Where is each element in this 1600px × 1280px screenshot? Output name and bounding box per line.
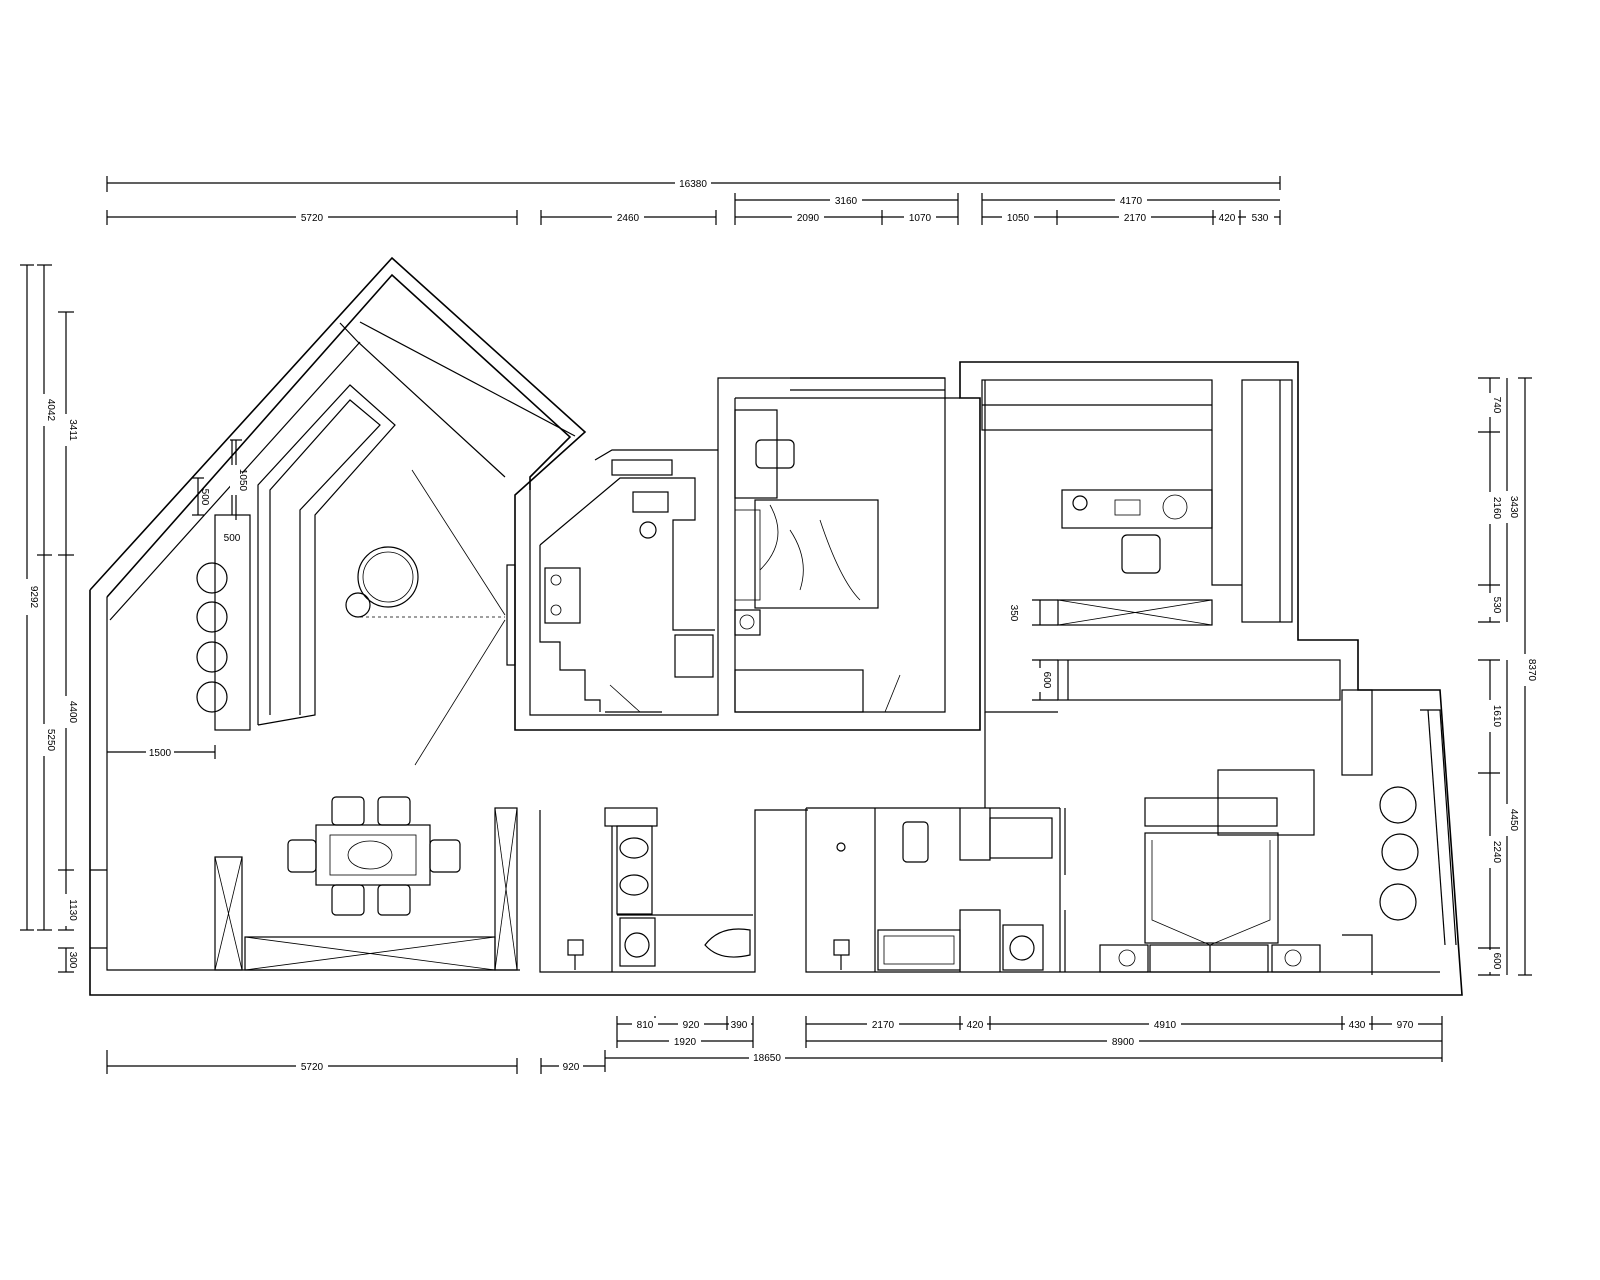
study-desk [1061, 489, 1213, 529]
dimensions-bottom: 810 920 390 2170 420 4910 430 970 1920 8… [106, 1016, 1443, 1074]
bar-stools [196, 562, 228, 713]
dim-label: 430 [1349, 1020, 1366, 1031]
dim-label: 5720 [301, 1062, 324, 1073]
dim-label: 4450 [1508, 809, 1519, 832]
dim-label: 2240 [1491, 841, 1502, 864]
dim-label: 3160 [835, 196, 858, 207]
dim-overall-bottom: 18650 [753, 1053, 781, 1064]
wardrobe [734, 669, 864, 713]
dim-label: 350 [1008, 605, 1019, 622]
dim-overall-top: 16380 [679, 179, 707, 190]
dining-chairs [287, 796, 461, 916]
rug [1217, 769, 1315, 836]
toilet-2 [902, 821, 929, 863]
dim-label: 5250 [45, 729, 56, 752]
dim-label: 2170 [872, 1020, 895, 1031]
sink [632, 491, 669, 513]
dim-label: 390 [731, 1020, 748, 1031]
dim-label: 530 [1491, 597, 1502, 614]
storage [1057, 599, 1213, 626]
lounge-chair [1379, 786, 1417, 824]
dim-label: 1920 [674, 1037, 697, 1048]
tv-wall [506, 564, 516, 666]
nightstand [734, 609, 761, 636]
dim-overall-left: 9292 [28, 586, 39, 609]
study [1057, 489, 1341, 701]
side-table [345, 592, 371, 618]
nightstand-left [1099, 944, 1149, 973]
bed-bench [1149, 944, 1269, 973]
dim-label: 4400 [67, 701, 78, 724]
washing-machine [619, 917, 656, 967]
master-bedroom [1099, 769, 1419, 973]
dim-label: 500 [224, 533, 241, 544]
dim-label: 5720 [301, 213, 324, 224]
kitchen-counter [539, 477, 715, 631]
dimensions-top: 16380 3160 4170 5720 2460 2090 1070 1050… [106, 176, 1281, 225]
walls [89, 256, 1463, 996]
dining-table [315, 824, 431, 886]
dim-label: 740 [1491, 397, 1502, 414]
dim-label: 3430 [1508, 496, 1519, 519]
dim-label: 1050 [237, 469, 248, 492]
bedroom-2 [734, 409, 901, 713]
bench [1144, 797, 1278, 827]
dim-label: 420 [1219, 213, 1236, 224]
master-bed [1144, 832, 1279, 944]
dim-label: 1500 [149, 748, 172, 759]
living-area [196, 384, 518, 971]
dim-label: 4910 [1154, 1020, 1177, 1031]
bar-counter [214, 514, 251, 731]
dim-label: 300 [67, 952, 78, 969]
dim-overall-right: 8370 [1526, 659, 1537, 682]
toilet [704, 928, 751, 958]
bathrooms [567, 817, 1053, 971]
sofa [257, 384, 396, 726]
coffee-table [357, 546, 419, 608]
dim-label: 600 [1041, 672, 1052, 689]
round-table [1381, 833, 1419, 871]
dim-label: 1070 [909, 213, 932, 224]
dim-label: 4042 [45, 399, 56, 422]
bed [754, 499, 879, 609]
desk [734, 409, 778, 499]
wardrobe [1057, 659, 1341, 701]
lounge-chair [1379, 883, 1417, 921]
dim-label: 530 [1252, 213, 1269, 224]
dim-label: 2460 [617, 213, 640, 224]
dim-label: 2170 [1124, 213, 1147, 224]
dim-label: 420 [967, 1020, 984, 1031]
fridge [674, 634, 714, 678]
dim-label: 500 [199, 489, 210, 506]
dim-label: 600 [1491, 953, 1502, 970]
wardrobe [494, 807, 518, 971]
dim-label: 8900 [1112, 1037, 1135, 1048]
dim-label: 4170 [1120, 196, 1143, 207]
dim-label: 1130 [67, 899, 78, 921]
dim-label: 810 [637, 1020, 654, 1031]
dimensions-right: 740 2160 530 1610 2240 600 3430 4450 837… [1478, 377, 1537, 976]
dim-label: 920 [563, 1062, 580, 1073]
dim-label: 920 [683, 1020, 700, 1031]
dim-label: 1050 [1007, 213, 1030, 224]
cabinet [214, 856, 243, 971]
dimensions-interior: 1050 500 500 1500 350 600 [107, 439, 1058, 759]
dim-label: 3411 [67, 419, 78, 441]
nightstand-right [1271, 944, 1321, 973]
kitchen [539, 477, 715, 713]
desk-chair [755, 439, 795, 469]
stove [544, 567, 581, 624]
vanity [616, 825, 653, 915]
dim-label: 2090 [797, 213, 820, 224]
dim-label: 2160 [1491, 497, 1502, 520]
dimensions-left: 9292 4042 5250 3411 4400 1130 300 [20, 264, 78, 973]
dim-label: 1610 [1491, 705, 1502, 728]
dim-label: 970 [1397, 1020, 1414, 1031]
study-chair [1121, 534, 1161, 574]
washer [1002, 924, 1044, 971]
bathtub [877, 929, 961, 971]
